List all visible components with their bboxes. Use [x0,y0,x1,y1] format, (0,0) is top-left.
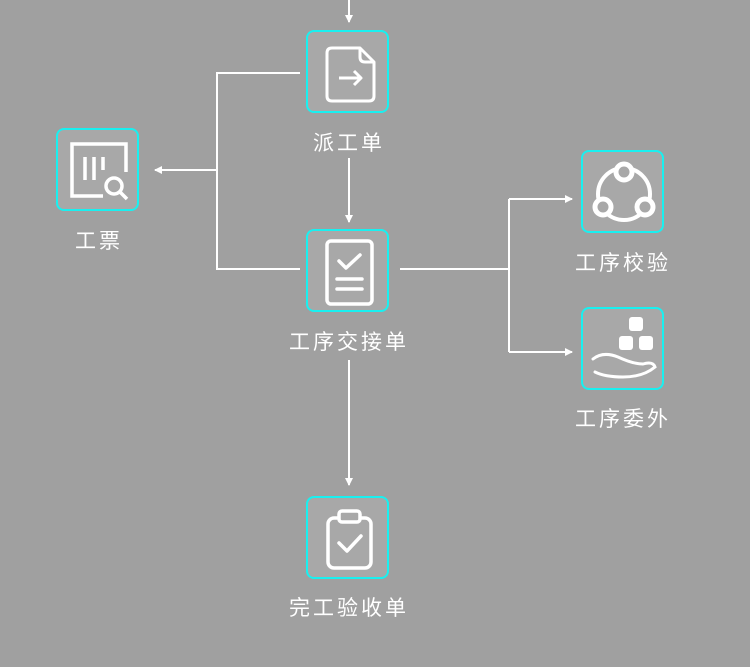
hand-boxes-icon [591,317,657,379]
acceptance-label: 完工验收单 [289,596,409,620]
check-label: 工序校验 [575,251,671,275]
checklist-icon [325,239,374,306]
check-node[interactable] [581,150,664,233]
dispatch-node[interactable] [306,30,389,113]
bracket-left [216,72,300,270]
acceptance-node[interactable] [306,496,389,579]
barcode-search-icon [70,142,129,201]
clipboard-check-icon [326,509,373,570]
handover-label: 工序交接单 [289,330,409,354]
file-arrow-icon [325,46,376,103]
dispatch-label: 派工单 [313,131,385,155]
outsource-node[interactable] [581,307,664,390]
handover-node[interactable] [306,229,389,312]
ticket-node[interactable] [56,128,139,211]
share-circle-icon [592,161,656,222]
outsource-label: 工序委外 [575,407,671,431]
ticket-label: 工票 [75,229,123,253]
